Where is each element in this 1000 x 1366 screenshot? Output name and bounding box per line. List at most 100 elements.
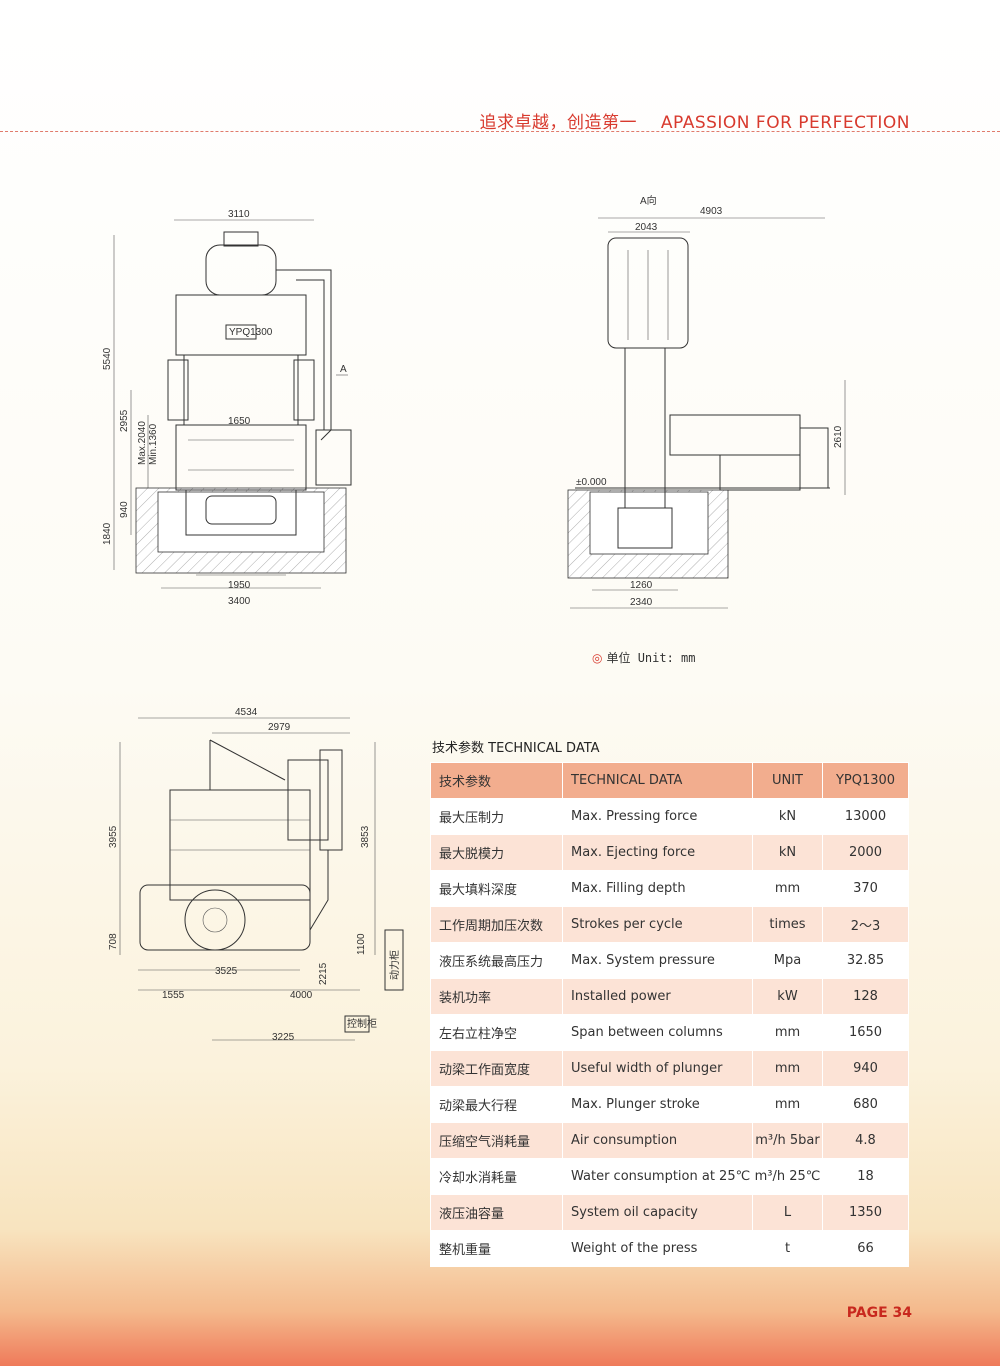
plan-dim-2979: 2979 — [268, 722, 291, 733]
front-dim-3110: 3110 — [228, 209, 250, 220]
param-en: Max. Filling depth — [562, 870, 753, 907]
side-view-label: A向 — [640, 194, 657, 207]
param-value: 32.85 — [822, 942, 909, 979]
param-unit: t — [752, 1230, 823, 1267]
param-unit: mm — [752, 1050, 823, 1087]
front-dim-1840: 1840 — [102, 522, 113, 545]
side-dim-1260: 1260 — [630, 580, 653, 591]
param-value: 370 — [822, 870, 909, 907]
param-cn: 整机重量 — [430, 1230, 563, 1267]
page-header: 追求卓越，创造第一 APASSION FOR PERFECTION — [0, 104, 1000, 134]
side-dim-4903: 4903 — [700, 206, 723, 217]
param-en: Max. Ejecting force — [562, 834, 753, 871]
param-value: 128 — [822, 978, 909, 1015]
param-unit: mm — [752, 1086, 823, 1123]
header-param-cn: 技术参数 — [430, 762, 563, 799]
param-en: Span between columns — [562, 1014, 753, 1051]
side-view-drawing: A向 4903 2043 2610 ±0.000 1260 2340 — [560, 190, 860, 620]
param-unit: m³/h 25℃ — [752, 1158, 823, 1195]
param-en: Water consumption at 25℃ — [562, 1158, 753, 1195]
control-cabinet-label: 控制柜 — [347, 1017, 377, 1030]
param-cn: 液压系统最高压力 — [430, 942, 563, 979]
param-cn: 工作周期加压次数 — [430, 906, 563, 943]
slogan-en: APASSION FOR PERFECTION — [660, 113, 910, 133]
param-cn: 最大脱模力 — [430, 834, 563, 871]
header-slogan: 追求卓越，创造第一 APASSION FOR PERFECTION — [480, 108, 911, 133]
param-cn: 最大压制力 — [430, 798, 563, 835]
param-en: Max. Pressing force — [562, 798, 753, 835]
param-unit: kN — [752, 834, 823, 871]
param-unit: kN — [752, 798, 823, 835]
param-cn: 装机功率 — [430, 978, 563, 1015]
front-dim-3400: 3400 — [228, 596, 251, 607]
param-unit: m³/h 5bar — [752, 1122, 823, 1159]
side-level: ±0.000 — [576, 477, 607, 488]
header-unit: UNIT — [752, 762, 823, 799]
param-cn: 左右立柱净空 — [430, 1014, 563, 1051]
param-unit: times — [752, 906, 823, 943]
plan-dim-3225: 3225 — [272, 1032, 295, 1043]
plan-dim-708: 708 — [108, 933, 119, 950]
header-model: YPQ1300 — [822, 762, 909, 799]
plan-dim-3853: 3853 — [360, 825, 371, 848]
param-value: 66 — [822, 1230, 909, 1267]
param-cn: 动梁最大行程 — [430, 1086, 563, 1123]
param-cn: 冷却水消耗量 — [430, 1158, 563, 1195]
param-unit: L — [752, 1194, 823, 1231]
param-value: 4.8 — [822, 1122, 909, 1159]
side-dim-2043: 2043 — [635, 222, 658, 233]
unit-note-text: 单位 Unit: mm — [606, 651, 696, 665]
front-view-marker: A — [340, 364, 347, 375]
side-dim-2610: 2610 — [833, 425, 844, 448]
plan-view-drawing: 4534 2979 3955 3853 708 3525 1555 4000 2… — [100, 700, 420, 1050]
param-unit: mm — [752, 1014, 823, 1051]
target-icon: ◎ — [592, 651, 603, 665]
plan-dim-3525: 3525 — [215, 966, 238, 977]
param-cn: 动梁工作面宽度 — [430, 1050, 563, 1087]
param-unit: kW — [752, 978, 823, 1015]
param-cn: 最大填料深度 — [430, 870, 563, 907]
front-dim-2955: 2955 — [119, 409, 130, 432]
front-dim-5540: 5540 — [102, 347, 113, 370]
param-en: Max. System pressure — [562, 942, 753, 979]
param-en: Max. Plunger stroke — [562, 1086, 753, 1123]
param-value: 2000 — [822, 834, 909, 871]
param-unit: Mpa — [752, 942, 823, 979]
param-en: Air consumption — [562, 1122, 753, 1159]
unit-note: ◎单位 Unit: mm — [592, 649, 696, 666]
technical-data-title: 技术参数 TECHNICAL DATA — [432, 741, 600, 756]
table-header-row: 技术参数 TECHNICAL DATA UNIT YPQ1300 — [430, 762, 909, 799]
param-value: 1350 — [822, 1194, 909, 1231]
param-value: 1650 — [822, 1014, 909, 1051]
front-dim-1650: 1650 — [228, 416, 251, 427]
param-cn: 液压油容量 — [430, 1194, 563, 1231]
param-value: 13000 — [822, 798, 909, 835]
param-en: System oil capacity — [562, 1194, 753, 1231]
param-value: 18 — [822, 1158, 909, 1195]
front-dim-max: Max.2040 — [137, 421, 148, 465]
front-dim-940: 940 — [119, 501, 130, 518]
param-en: Strokes per cycle — [562, 906, 753, 943]
param-value: 2～3 — [822, 906, 909, 943]
plan-dim-1555: 1555 — [162, 990, 185, 1001]
param-value: 940 — [822, 1050, 909, 1087]
plan-dim-3955: 3955 — [108, 825, 119, 848]
front-dim-1950: 1950 — [228, 580, 251, 591]
param-value: 680 — [822, 1086, 909, 1123]
param-en: Useful width of plunger — [562, 1050, 753, 1087]
front-model-label: YPQ1300 — [229, 327, 273, 338]
power-cabinet-label: 动力柜 — [388, 950, 401, 980]
